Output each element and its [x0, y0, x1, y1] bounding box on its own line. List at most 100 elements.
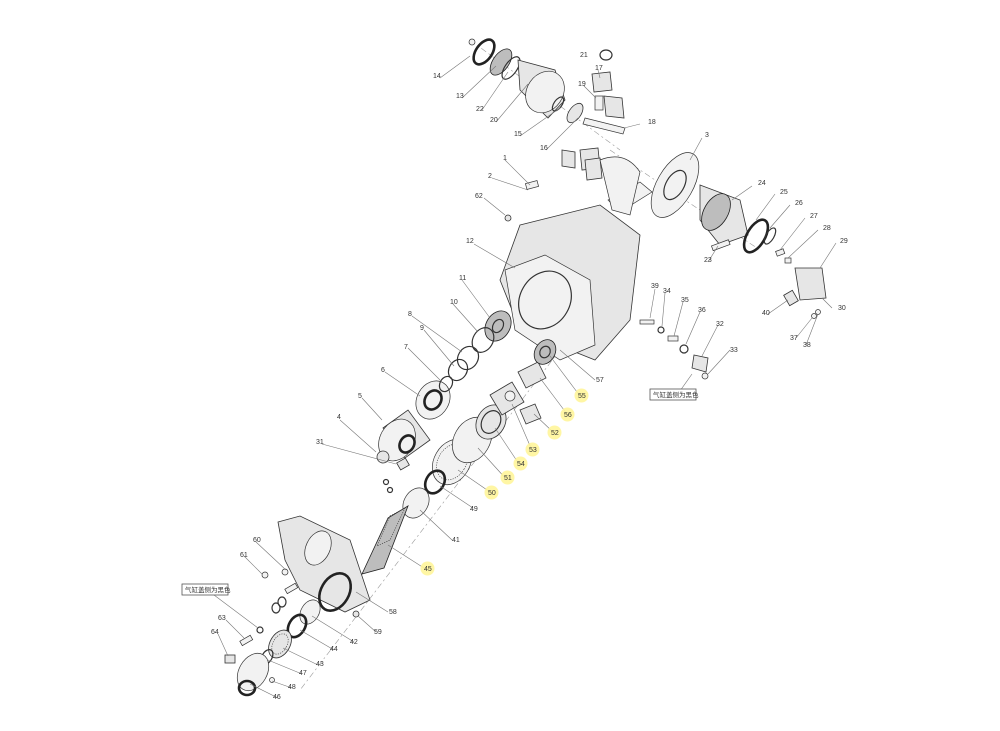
callout-highlight-51	[500, 470, 515, 485]
callout-highlight-56	[560, 407, 575, 422]
callout-label-38: 38	[803, 342, 811, 349]
input-group	[361, 310, 557, 575]
sun-gear-56	[517, 361, 547, 389]
bearing-11	[484, 310, 512, 342]
bolt-60	[281, 568, 289, 576]
callout-label-30: 30	[838, 305, 846, 312]
callout-35: 35	[681, 297, 689, 304]
ring-49	[423, 469, 447, 495]
callout-60: 60	[253, 537, 261, 544]
callout-25: 25	[780, 189, 788, 196]
bearing-55-bore	[539, 345, 551, 359]
callout-label-47: 47	[299, 670, 307, 677]
callout-46: 46	[273, 694, 281, 701]
callout-50: 50	[484, 485, 499, 500]
ring-36	[679, 344, 689, 354]
cover-boss	[304, 530, 332, 566]
callout-label-29: 29	[840, 238, 848, 245]
callout-34: 34	[663, 288, 671, 295]
callout-23: 23	[704, 257, 712, 264]
gear-15	[566, 102, 584, 124]
callout-label-62: 62	[475, 193, 483, 200]
callout-17: 17	[595, 65, 603, 72]
pin-35	[667, 335, 679, 342]
callout-56: 56	[560, 407, 575, 422]
ring-10	[471, 327, 495, 353]
gear-19b	[603, 95, 625, 119]
nut-33	[701, 372, 709, 380]
callout-label-51: 51	[504, 475, 512, 482]
callout-14: 14	[433, 73, 441, 80]
callout-label-33: 33	[730, 347, 738, 354]
callout-18: 18	[648, 119, 656, 126]
callout-label-5: 5	[358, 393, 362, 400]
callout-label-25: 25	[780, 189, 788, 196]
plug-59	[352, 610, 360, 618]
callout-label-26: 26	[795, 200, 803, 207]
callout-26: 26	[795, 200, 803, 207]
output-group	[650, 152, 827, 319]
callout-24: 24	[758, 180, 766, 187]
callout-37: 37	[790, 335, 798, 342]
note-upper-text: 气缸盖侧为黑色	[653, 390, 699, 399]
callout-label-27: 27	[810, 213, 818, 220]
note-lower: 气缸盖侧为黑色	[181, 583, 231, 596]
callout-29: 29	[840, 238, 848, 245]
callout-label-35: 35	[681, 297, 689, 304]
callout-highlight-45	[420, 561, 435, 576]
gear-17	[591, 71, 613, 93]
callout-31: 31	[316, 439, 324, 446]
callout-42: 42	[350, 639, 358, 646]
callout-highlight-53	[525, 442, 540, 457]
callout-36: 36	[698, 307, 706, 314]
callout-label-18: 18	[648, 119, 656, 126]
bolt-14	[468, 38, 476, 46]
washer-15	[551, 96, 565, 112]
callout-6: 6	[381, 367, 385, 374]
callout-label-53: 53	[529, 447, 537, 454]
ring-14	[472, 38, 496, 66]
ball-b	[386, 486, 394, 494]
ring-34	[657, 326, 665, 334]
callout-label-52: 52	[551, 430, 559, 437]
bearing-55	[533, 339, 557, 365]
gear-16c	[561, 149, 576, 169]
callout-label-44: 44	[330, 646, 338, 653]
callout-label-49: 49	[470, 506, 478, 513]
spring-40	[783, 289, 799, 307]
bolt-63	[239, 634, 254, 647]
callout-19: 19	[578, 81, 586, 88]
key-2	[524, 180, 540, 190]
callout-label-63: 63	[218, 615, 226, 622]
disc-3-inner	[663, 169, 687, 201]
callout-label-21: 21	[580, 52, 588, 59]
callout-9: 9	[420, 325, 424, 332]
callout-62: 62	[475, 193, 483, 200]
hub-5-bore	[398, 434, 416, 454]
callout-53: 53	[525, 442, 540, 457]
callout-55: 55	[574, 388, 589, 403]
washer-26	[763, 227, 777, 245]
input-shaft-45	[361, 505, 409, 575]
callout-label-12: 12	[466, 238, 474, 245]
yoke-46-ring	[237, 679, 257, 697]
callout-label-32: 32	[716, 321, 724, 328]
callout-11: 11	[459, 275, 466, 282]
callout-label-28: 28	[823, 225, 831, 232]
bolt-61	[261, 571, 269, 579]
callout-4: 4	[337, 414, 341, 421]
callout-7: 7	[404, 344, 408, 351]
housing-group	[499, 156, 653, 361]
callout-label-60: 60	[253, 537, 261, 544]
callout-27: 27	[810, 213, 818, 220]
callout-label-50: 50	[488, 490, 496, 497]
callout-39: 39	[651, 283, 659, 290]
callout-label-9: 9	[420, 325, 424, 332]
leader-lines	[209, 55, 837, 699]
callout-38: 38	[803, 342, 811, 349]
ring-8	[456, 345, 480, 371]
callout-label-40: 40	[762, 310, 770, 317]
callout-label-13: 13	[456, 93, 464, 100]
yoke-46	[236, 652, 270, 692]
